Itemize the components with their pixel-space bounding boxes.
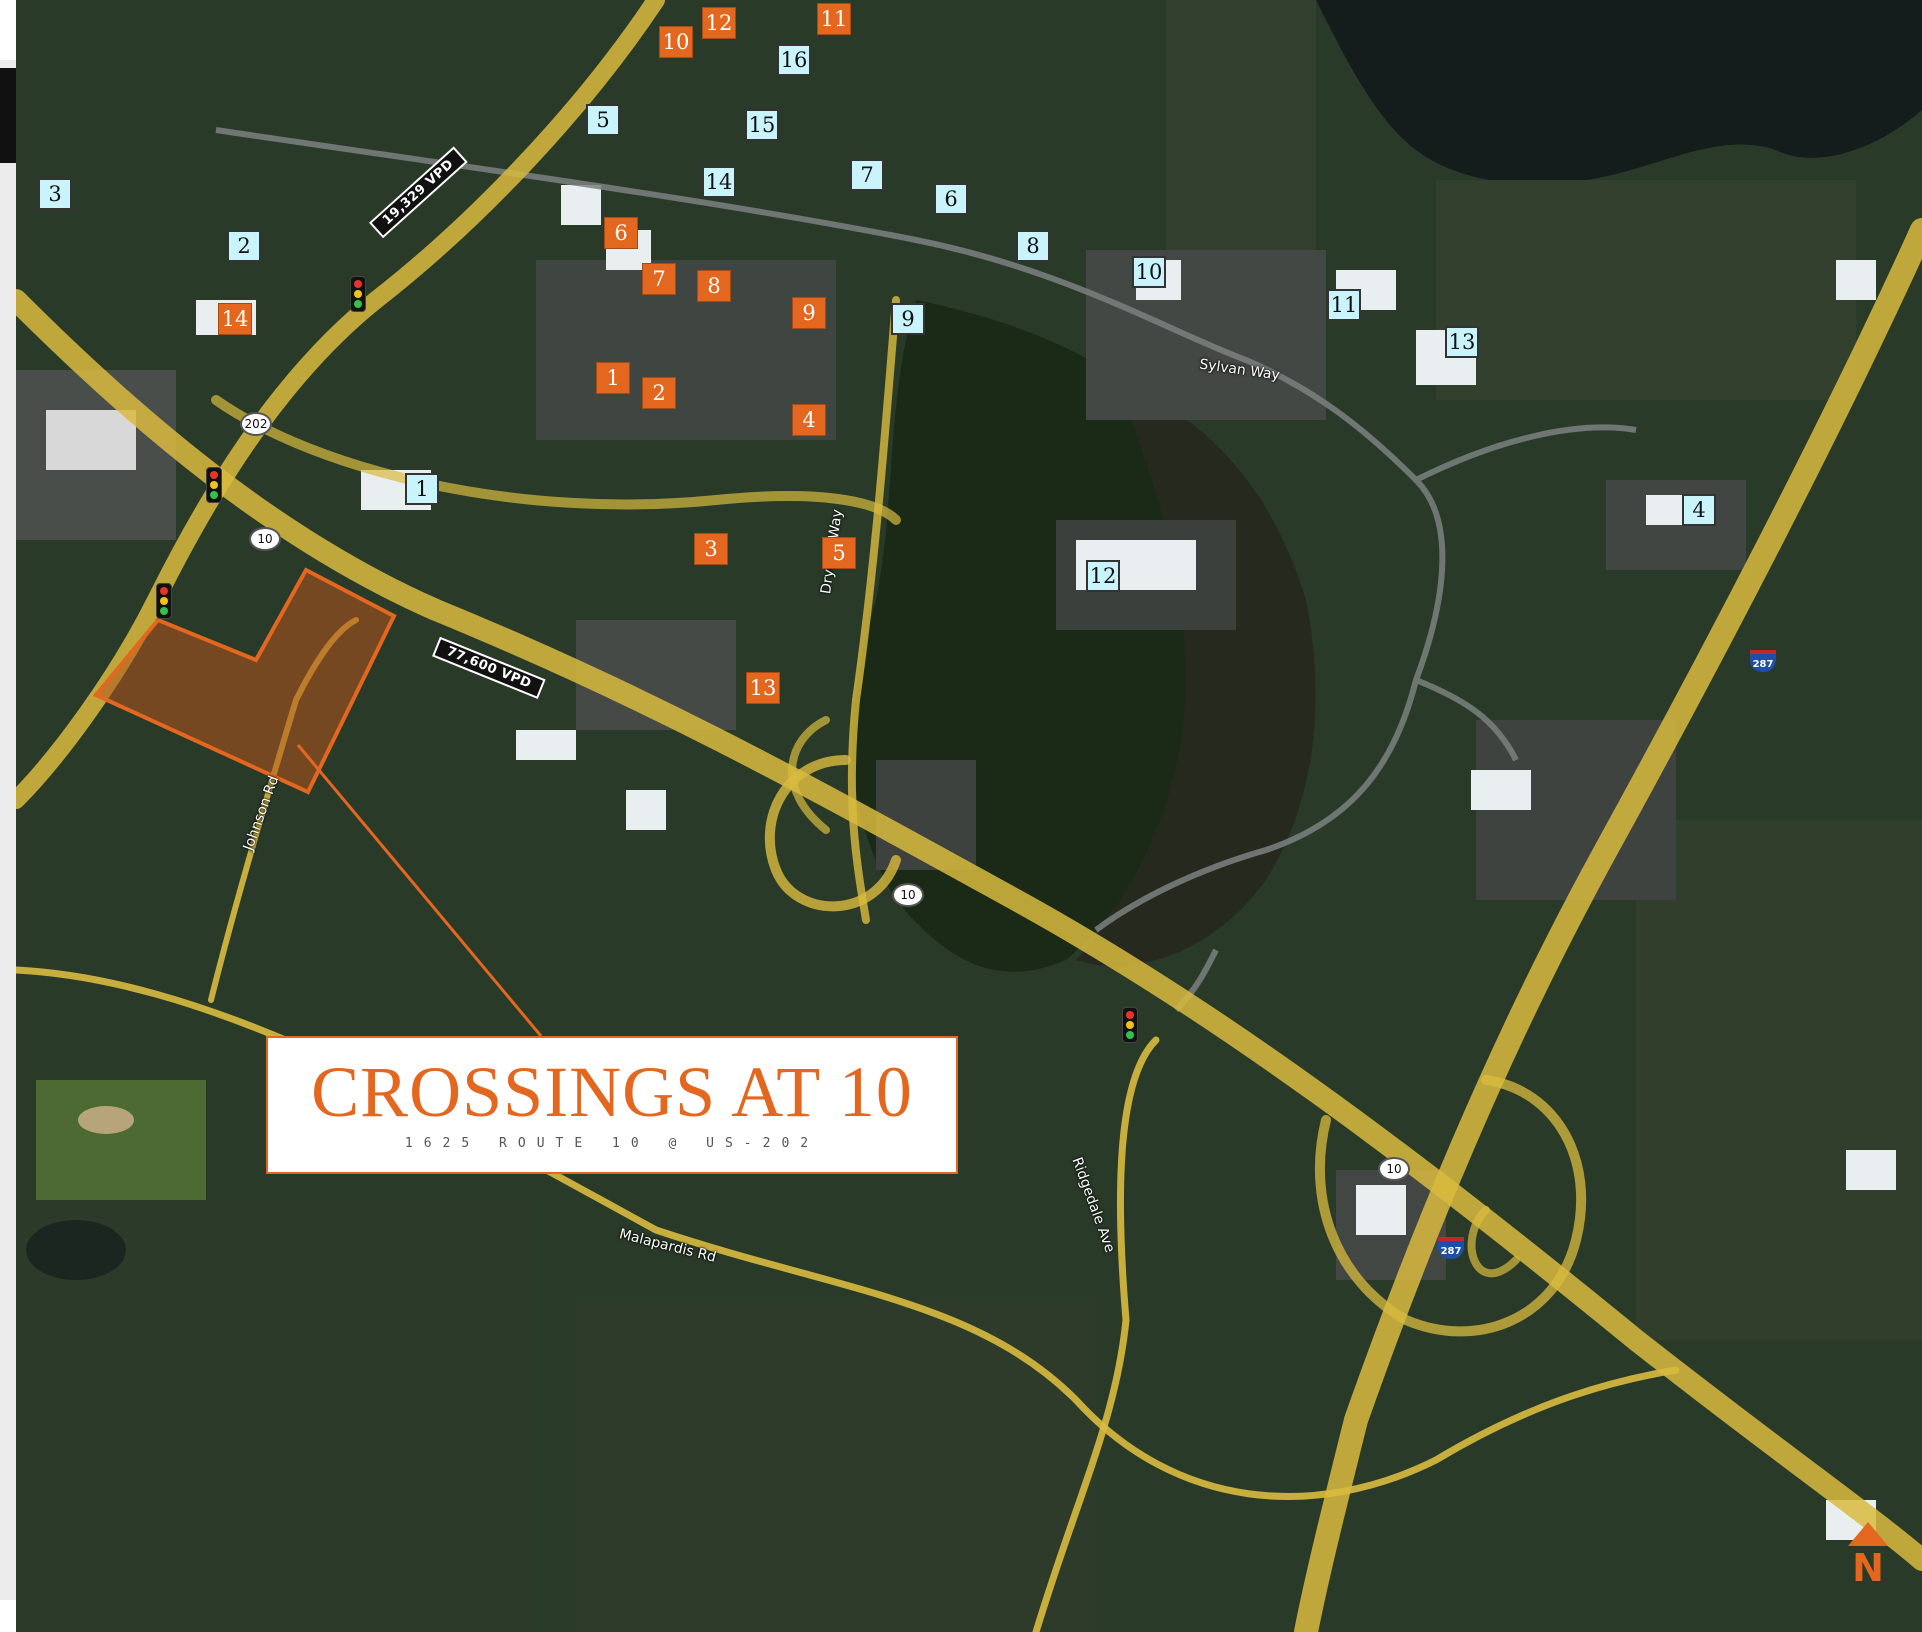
orange-marker[interactable]: 8 [697,270,731,302]
residential-south [576,1300,1096,1632]
traffic-signal-icon [156,583,172,619]
cyan-marker[interactable]: 6 [934,183,968,215]
secondary-roads [215,127,1637,1013]
park-field [36,1080,206,1200]
cyan-marker[interactable]: 1 [405,473,439,505]
cyan-marker[interactable]: 8 [1016,230,1050,262]
cyan-marker[interactable]: 13 [1445,326,1479,358]
interstate-287-shield-icon: 287 [1750,650,1776,672]
cyan-marker[interactable]: 10 [1132,256,1166,288]
residential-northeast [1436,180,1856,400]
site-parcel [92,567,397,795]
cyan-marker[interactable]: 3 [38,178,72,210]
property-title-box: CROSSINGS AT 10 1625 ROUTE 10 @ US-202 [266,1036,958,1174]
orange-marker[interactable]: 14 [218,303,252,335]
orange-marker[interactable]: 3 [694,533,728,565]
office-park-lots [536,260,836,440]
north-label: N [1852,1546,1884,1590]
orange-marker[interactable]: 7 [642,263,676,295]
forest-east [1076,380,1316,967]
north-arrow-icon: N [1846,1522,1890,1598]
orange-marker[interactable]: 12 [702,7,736,39]
north-arrow-triangle [1848,1522,1888,1546]
residential-east [1636,820,1922,1340]
traffic-signal-icon [206,467,222,503]
orange-marker[interactable]: 11 [817,3,851,35]
building-west-mall [46,410,136,470]
orange-marker[interactable]: 1 [596,362,630,394]
route-10-shield-icon: 10 [249,527,281,551]
property-title: CROSSINGS AT 10 [311,1052,913,1132]
ballfield [78,1106,134,1134]
cyan-marker[interactable]: 4 [1682,494,1716,526]
aerial-map-graphics [16,0,1922,1632]
orange-marker[interactable]: 9 [792,297,826,329]
route-10-shield-icon: 10 [1378,1157,1410,1181]
traffic-signal-icon [350,276,366,312]
site-leader-line [296,744,543,1037]
cyan-marker[interactable]: 12 [1086,560,1120,592]
cyan-marker[interactable]: 15 [745,109,779,141]
cyan-marker[interactable]: 11 [1327,289,1361,321]
cyan-marker[interactable]: 16 [777,44,811,76]
page-edge-strip [0,60,16,1600]
cyan-marker[interactable]: 7 [850,159,884,191]
page-edge-tab [0,68,16,163]
orange-marker[interactable]: 4 [792,404,826,436]
route-10-shield-icon: 10 [892,883,924,907]
orange-marker[interactable]: 5 [822,537,856,569]
traffic-signal-icon [1122,1007,1138,1043]
aerial-map[interactable]: 19,329 VPD 77,600 VPD Sylvan Way Dryden … [16,0,1922,1632]
cyan-marker[interactable]: 9 [891,303,925,335]
orange-marker[interactable]: 2 [642,377,676,409]
orange-marker[interactable]: 10 [659,26,693,58]
cyan-marker[interactable]: 5 [586,104,620,136]
lake [1316,0,1922,184]
cyan-marker[interactable]: 2 [227,230,261,262]
orange-marker[interactable]: 13 [746,672,780,704]
orange-marker[interactable]: 6 [604,217,638,249]
interstate-287-shield-icon: 287 [1438,1237,1464,1259]
property-address: 1625 ROUTE 10 @ US-202 [404,1136,820,1151]
pond-southwest [26,1220,126,1280]
route-202-shield-icon: 202 [240,412,272,436]
cyan-marker[interactable]: 14 [702,166,736,198]
residential-north [1166,0,1316,260]
lot-sylvan [1086,250,1326,420]
